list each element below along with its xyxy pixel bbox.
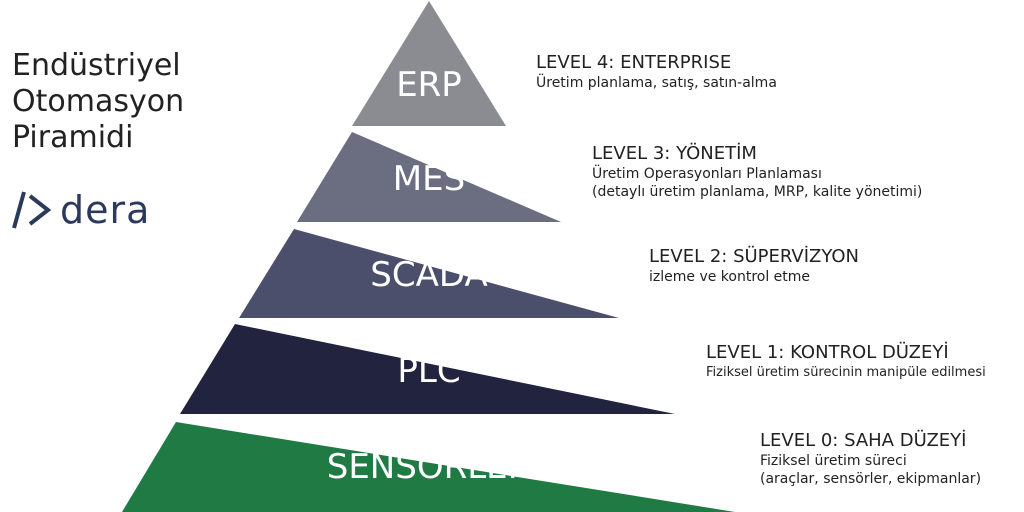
level-1-heading: LEVEL 1: KONTROL DÜZEYİ (706, 342, 949, 363)
level-3-heading: LEVEL 3: YÖNETİM (592, 143, 757, 164)
tier-erp (352, 1, 506, 126)
level-2-line-1: izleme ve kontrol etme (649, 269, 811, 285)
level-2-heading: LEVEL 2: SÜPERVİZYON (649, 246, 860, 267)
title-line-1: Endüstriyel (12, 48, 181, 83)
logo-mark-icon (12, 191, 52, 229)
title-line-3: Piramidi (12, 120, 134, 155)
tier-scada-label: SCADA (370, 255, 487, 295)
level-3-line-2: (detaylı üretim planlama, MRP, kalite yö… (592, 184, 923, 200)
level-1-line-1: Fiziksel üretim sürecinin manipüle edilm… (706, 365, 986, 380)
level-0-heading: LEVEL 0: SAHA DÜZEYİ (760, 430, 967, 451)
diagram-title: Endüstriyel Otomasyon Piramidi (12, 48, 252, 156)
tier-sensorler-label: SENSÖRLER (327, 446, 532, 487)
logo-text: dera (60, 188, 151, 232)
level-0-line-1: Fiziksel üretim süreci (760, 453, 907, 469)
level-0-description: LEVEL 0: SAHA DÜZEYİ Fiziksel üretim sür… (760, 430, 981, 488)
tier-plc (180, 324, 675, 414)
tier-mes-label: MES (393, 159, 465, 199)
level-3-line-1: Üretim Operasyonları Planlaması (592, 166, 822, 182)
level-2-description: LEVEL 2: SÜPERVİZYON izleme ve kontrol e… (649, 246, 859, 286)
level-4-description: LEVEL 4: ENTERPRISE Üretim planlama, sat… (536, 52, 777, 92)
level-1-description: LEVEL 1: KONTROL DÜZEYİ Fiziksel üretim … (706, 342, 986, 382)
level-4-heading: LEVEL 4: ENTERPRISE (536, 52, 732, 73)
dera-logo: dera (10, 188, 170, 236)
tier-mes (297, 132, 561, 222)
tier-scada (239, 229, 619, 318)
tier-plc-label: PLC (397, 351, 460, 391)
tier-sensorler (122, 422, 735, 512)
level-3-description: LEVEL 3: YÖNETİM Üretim Operasyonları Pl… (592, 143, 922, 201)
title-line-2: Otomasyon (12, 84, 185, 119)
tier-erp-label: ERP (396, 65, 462, 105)
level-4-line-1: Üretim planlama, satış, satın-alma (536, 75, 777, 91)
level-0-line-2: (araçlar, sensörler, ekipmanlar) (760, 471, 982, 487)
